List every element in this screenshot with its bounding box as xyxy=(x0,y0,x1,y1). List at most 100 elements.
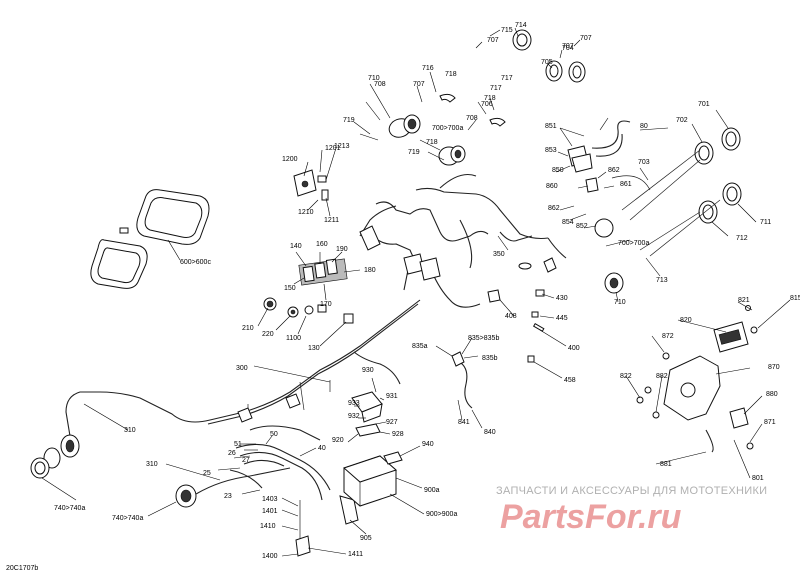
part-side-lights xyxy=(621,127,742,257)
callout-881: 881 xyxy=(660,461,672,468)
callout-40: 40 xyxy=(318,445,326,452)
callout-710: 710 xyxy=(614,299,626,306)
part-1200-bracket xyxy=(293,169,329,201)
callout-835-835b: 835>835b xyxy=(468,335,499,342)
callout-717: 717 xyxy=(490,85,502,92)
callout-852: 852 xyxy=(576,223,588,230)
callout-210: 210 xyxy=(242,325,254,332)
callout-310: 310 xyxy=(146,461,158,468)
callout-1210: 1210 xyxy=(298,209,314,216)
callout-853: 853 xyxy=(545,147,557,154)
callout-820: 820 xyxy=(680,317,692,324)
callout-714: 714 xyxy=(515,22,527,29)
callout-300: 300 xyxy=(236,365,248,372)
part-900-battery xyxy=(343,455,397,507)
callout-702: 702 xyxy=(676,117,688,124)
callout-labels: 7157077147077047077057177187167077107087… xyxy=(54,22,800,560)
callout-870: 870 xyxy=(768,364,780,371)
callout-871: 871 xyxy=(764,419,776,426)
callout-706: 706 xyxy=(481,101,493,108)
callout-710: 710 xyxy=(368,75,380,82)
callout-1213: 1213 xyxy=(334,143,350,150)
callout-841: 841 xyxy=(458,419,470,426)
callout-905: 905 xyxy=(360,535,372,542)
callout-27: 27 xyxy=(242,457,250,464)
callout-854: 854 xyxy=(562,219,574,226)
part-870-plate xyxy=(663,321,749,453)
callout-1403: 1403 xyxy=(262,496,278,503)
callout-700-700a: 700>700a xyxy=(618,240,649,247)
callout-140: 140 xyxy=(290,243,302,250)
callout-1100: 1100 xyxy=(286,335,301,342)
part-round-switches xyxy=(263,297,327,318)
part-930-bracket xyxy=(351,351,403,465)
part-lower-harness xyxy=(229,425,359,557)
part-850-relay xyxy=(567,120,651,294)
callout-408: 408 xyxy=(505,313,517,320)
callout-862: 862 xyxy=(608,167,620,174)
callout-430: 430 xyxy=(556,295,568,302)
callout-932: 932 xyxy=(348,413,360,420)
watermark-logo: PartsFor.ru xyxy=(500,498,682,536)
callout-458: 458 xyxy=(564,377,576,384)
callout-707: 707 xyxy=(580,35,592,42)
callout-600-600c: 600>600c xyxy=(180,259,211,266)
part-main-harness xyxy=(359,173,567,308)
callout-715: 715 xyxy=(501,27,513,34)
callout-190: 190 xyxy=(336,246,348,253)
callout-717: 717 xyxy=(501,75,513,82)
leader-lines xyxy=(41,27,791,557)
callout-840: 840 xyxy=(484,429,496,436)
callout-930: 930 xyxy=(362,367,374,374)
callout-707: 707 xyxy=(487,37,499,44)
callout-50: 50 xyxy=(270,431,278,438)
callout-701: 701 xyxy=(698,101,710,108)
callout-310: 310 xyxy=(124,427,136,434)
callout-23: 23 xyxy=(224,493,232,500)
callout-80: 80 xyxy=(640,123,648,130)
callout-882: 882 xyxy=(656,373,668,380)
callout-718: 718 xyxy=(445,71,457,78)
callout-718: 718 xyxy=(484,95,496,102)
callout-220: 220 xyxy=(262,331,274,338)
callout-160: 160 xyxy=(316,241,328,248)
callout-920: 920 xyxy=(332,437,344,444)
part-840-cable xyxy=(451,351,473,409)
callout-851: 851 xyxy=(545,123,557,130)
callout-711: 711 xyxy=(760,219,771,226)
callout-51: 51 xyxy=(234,441,242,448)
callout-705: 705 xyxy=(541,59,553,66)
watermark-tagline: ЗАПЧАСТИ И АКСЕССУАРЫ ДЛЯ МОТОТЕХНИКИ xyxy=(496,485,767,497)
callout-1410: 1410 xyxy=(260,523,276,530)
callout-1401: 1401 xyxy=(262,508,278,515)
callout-933: 933 xyxy=(348,400,360,407)
callout-719: 719 xyxy=(408,149,420,156)
callout-704: 704 xyxy=(562,45,574,52)
callout-1211: 1211 xyxy=(324,217,339,224)
callout-1201: 1201 xyxy=(325,145,341,152)
drawing-parts xyxy=(30,29,758,557)
callout-716: 716 xyxy=(422,65,434,72)
part-harness-300 xyxy=(65,299,421,437)
callout-880: 880 xyxy=(766,391,778,398)
part-600-gauge-bezel xyxy=(90,189,210,289)
callout-708: 708 xyxy=(466,115,478,122)
callout-821: 821 xyxy=(738,297,750,304)
callout-801: 801 xyxy=(752,475,764,482)
callout-700-700a: 700>700a xyxy=(432,125,463,132)
callout-927: 927 xyxy=(386,419,398,426)
callout-707: 707 xyxy=(562,43,574,50)
callout-861: 861 xyxy=(620,181,632,188)
callout-822: 822 xyxy=(620,373,632,380)
callout-170: 170 xyxy=(320,301,332,308)
callout-900a: 900a xyxy=(424,487,440,494)
part-310-lamp xyxy=(30,434,291,508)
callout-26: 26 xyxy=(228,450,236,457)
callout-1411: 1411 xyxy=(348,551,363,558)
callout-940: 940 xyxy=(422,441,434,448)
callout-719: 719 xyxy=(343,117,355,124)
watermark: ЗАПЧАСТИ И АКСЕССУАРЫ ДЛЯ МОТОТЕХНИКИ Pa… xyxy=(496,485,767,536)
callout-835a: 835a xyxy=(412,343,428,350)
